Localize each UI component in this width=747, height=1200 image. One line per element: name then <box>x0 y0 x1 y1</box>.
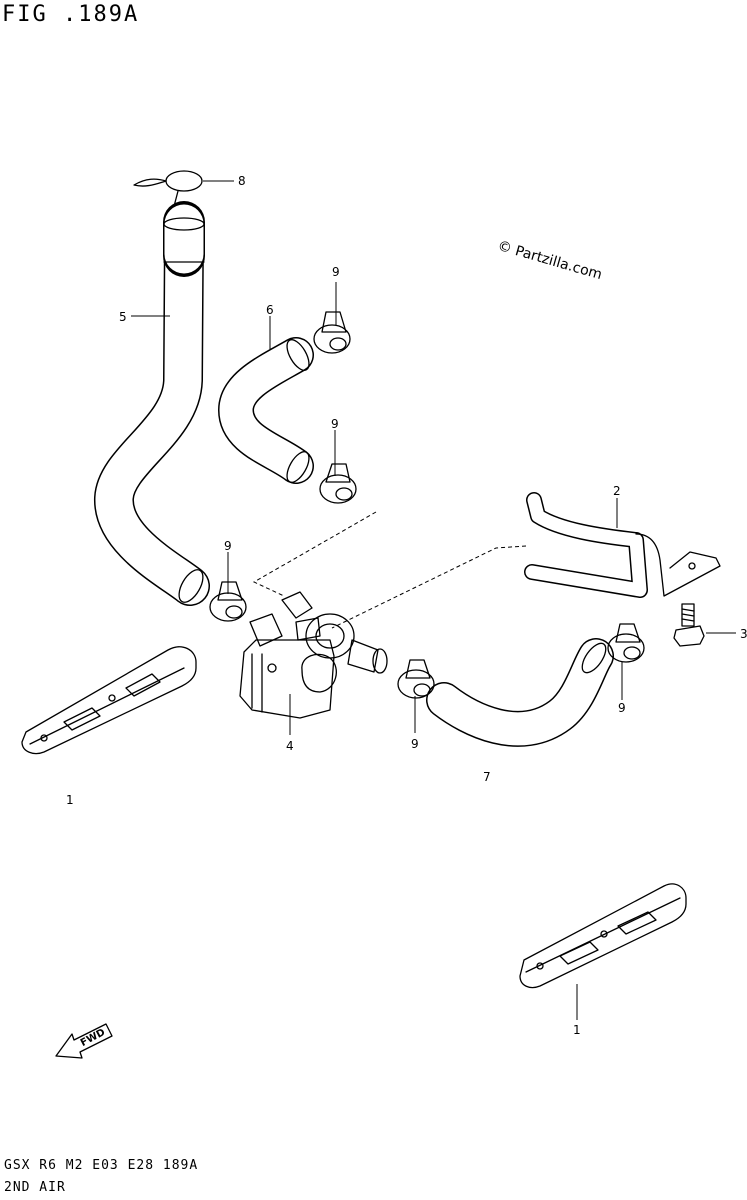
pad-front-part[interactable] <box>519 883 687 989</box>
callout-9-right: 9 <box>618 701 626 715</box>
callout-3: 3 <box>740 627 747 641</box>
fwd-arrow: FWD <box>55 1023 113 1059</box>
hose-lower-part[interactable] <box>426 638 614 747</box>
section-name: 2ND AIR <box>4 1180 66 1195</box>
figure-title: FIG .189A <box>2 2 140 27</box>
assembly-lines <box>252 511 527 629</box>
valve-part[interactable] <box>239 591 388 719</box>
callout-5: 5 <box>119 310 127 324</box>
clamp-upper-mid-part[interactable] <box>319 463 357 504</box>
hose-long-part[interactable] <box>94 201 210 606</box>
clamp-top-part[interactable] <box>313 311 351 354</box>
callout-8: 8 <box>238 174 246 188</box>
callout-2: 2 <box>613 484 621 498</box>
callout-9-top: 9 <box>332 265 340 279</box>
callout-4: 4 <box>286 739 294 753</box>
callout-6: 6 <box>266 303 274 317</box>
clamp-right-part[interactable] <box>607 623 645 663</box>
model-code: GSX R6 M2 E03 E28 189A <box>4 1158 199 1173</box>
bolt-part[interactable] <box>673 603 705 647</box>
callout-9-upper-mid: 9 <box>331 417 339 431</box>
hose-short-part[interactable] <box>218 336 314 485</box>
callout-7: 7 <box>483 770 491 784</box>
bracket-part[interactable] <box>524 492 721 598</box>
leader-lines <box>131 180 736 1020</box>
clamp-lower-mid-part[interactable] <box>397 659 435 699</box>
callouts: 8 5 6 9 9 9 2 3 4 9 9 7 1 1 <box>66 174 747 1037</box>
callout-9-lower-mid: 9 <box>411 737 419 751</box>
callout-1-front: 1 <box>573 1023 581 1037</box>
callout-9-left: 9 <box>224 539 232 553</box>
pad-left-part[interactable] <box>21 646 197 755</box>
callout-1-left: 1 <box>66 793 74 807</box>
